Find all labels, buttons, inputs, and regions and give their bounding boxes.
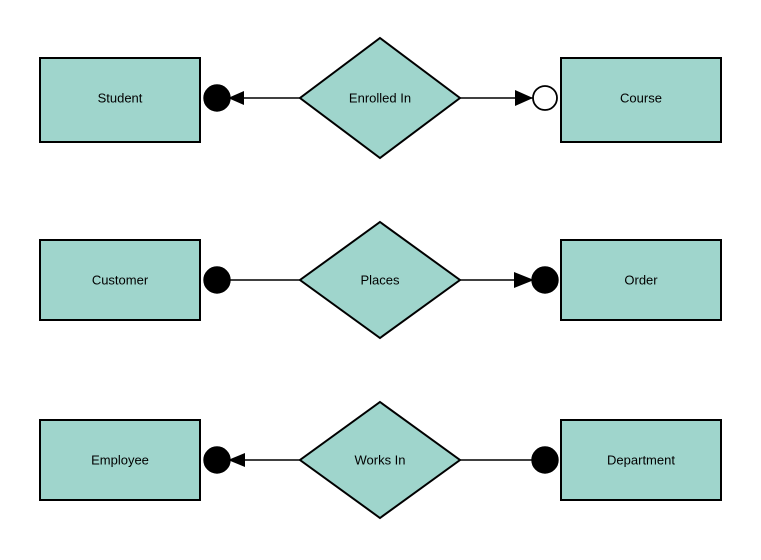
cardinality-filled-circle-order[interactable]: [531, 266, 559, 294]
arrowhead-left-employee: [228, 453, 245, 467]
entity-label-employee: Employee: [91, 452, 149, 467]
relationship-diamond-works-in[interactable]: [298, 400, 462, 520]
cardinality-filled-circle-student[interactable]: [203, 84, 231, 112]
relationship-row-places: Customer Places Order: [39, 220, 722, 340]
relationship-diamond-places[interactable]: [298, 220, 462, 340]
cardinality-filled-circle-customer[interactable]: [203, 266, 231, 294]
cardinality-filled-circle-employee[interactable]: [203, 446, 231, 474]
entity-label-customer: Customer: [92, 272, 149, 287]
arrowhead-right-order: [514, 272, 534, 288]
entity-box-student[interactable]: [39, 57, 201, 143]
relationship-label-enrolled-in: Enrolled In: [349, 90, 411, 105]
relationship-diamond-enrolled-in[interactable]: [298, 36, 462, 160]
entity-box-order[interactable]: [560, 239, 722, 321]
entity-label-student: Student: [98, 90, 143, 105]
entity-label-course: Course: [620, 90, 662, 105]
entity-box-department[interactable]: [560, 419, 722, 501]
entity-box-employee[interactable]: [39, 419, 201, 501]
entity-label-order: Order: [624, 272, 658, 287]
arrowhead-right-course: [515, 90, 533, 106]
relationship-label-places: Places: [360, 272, 400, 287]
relationship-label-works-in: Works In: [354, 452, 405, 467]
cardinality-open-circle-course[interactable]: [532, 85, 558, 111]
entity-box-customer[interactable]: [39, 239, 201, 321]
relationship-row-works-in: Employee Works In Department: [39, 400, 722, 520]
entity-label-department: Department: [607, 452, 675, 467]
arrowhead-left-student: [228, 91, 244, 105]
relationship-row-enrolled-in: Student Enrolled In Course: [39, 36, 722, 160]
cardinality-filled-circle-department[interactable]: [531, 446, 559, 474]
entity-box-course[interactable]: [560, 57, 722, 143]
